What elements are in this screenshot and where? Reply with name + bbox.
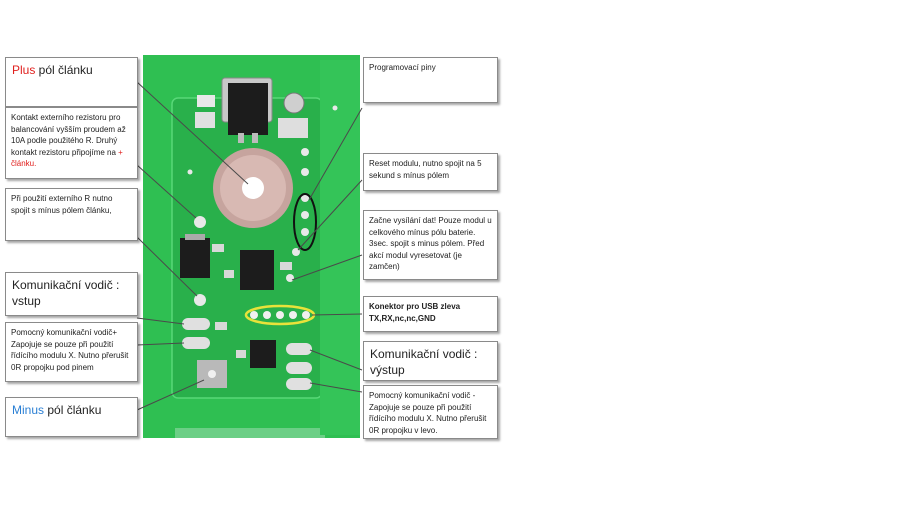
ext-r-note-text: Při použití externího R nutno spojit s m… [11, 194, 113, 215]
usb-pad [276, 311, 284, 319]
comm-output-text: Komunikační vodič : výstup [370, 347, 478, 377]
kontakt-text: Kontakt externího rezistoru pro balancov… [11, 113, 126, 157]
prog-pin [301, 168, 309, 176]
data-start-pad [286, 274, 294, 282]
comm-output-pad [286, 343, 312, 355]
usb-pad [263, 311, 271, 319]
smd-part [280, 262, 292, 270]
plus-pole-label: Plus pól článku [5, 57, 138, 107]
smd-part [195, 112, 215, 128]
data-start-label: Začne vysílání dat! Pouze modul u celkov… [363, 210, 498, 280]
screw [283, 92, 305, 114]
programming-pins-label: Programovací piny [363, 57, 498, 103]
programming-pins-text: Programovací piny [369, 63, 436, 72]
usb-pad [289, 311, 297, 319]
aux-comm-plus-text: Pomocný komunikační vodič+ Zapojuje se p… [11, 328, 129, 372]
aux-comm-minus-label: Pomocný komunikační vodič - Zapojuje se … [363, 385, 498, 439]
smd-part [197, 95, 215, 107]
minus-pole-label: Minus pól článku [5, 397, 138, 437]
leader-lines [136, 81, 363, 411]
minus-word: Minus [12, 403, 45, 417]
usb-connector-text: Konektor pro USB zleva TX,RX,nc,nc,GND [369, 302, 461, 323]
prog-pin [301, 211, 309, 219]
data-start-text: Začne vysílání dat! Pouze modul u celkov… [369, 216, 492, 271]
regulator-lead [238, 133, 244, 143]
smd-part [215, 322, 227, 330]
plus-word: Plus [12, 63, 36, 77]
comm-input-pad [182, 318, 210, 330]
aux-comm-plus-pad [182, 337, 210, 349]
transistor-tab [185, 234, 205, 240]
main-ic [240, 250, 274, 290]
board-right-strip [320, 60, 360, 435]
prog-pin [301, 194, 309, 202]
ext-r-minus-pad [194, 294, 206, 306]
via [332, 105, 338, 111]
prog-pins-highlight [293, 193, 317, 251]
minus-rest: pól článku [44, 403, 102, 417]
reset-label: Reset modulu, nutno spojit na 5 sekund s… [363, 153, 498, 191]
plus-pad-hole [242, 177, 264, 199]
comm-input-label: Komunikační vodič : vstup [5, 272, 138, 316]
ext-resistor-contact [194, 216, 206, 228]
prog-pin [301, 228, 309, 236]
usb-connector-label: Konektor pro USB zleva TX,RX,nc,nc,GND [363, 296, 498, 332]
transistor [180, 238, 210, 278]
plus-rest: pól článku [35, 63, 93, 77]
prog-pin [301, 148, 309, 156]
aux-comm-plus-label: Pomocný komunikační vodič+ Zapojuje se p… [5, 322, 138, 382]
reset-text: Reset modulu, nutno spojit na 5 sekund s… [369, 159, 482, 180]
comm-output-label: Komunikační vodič : výstup [363, 341, 498, 381]
small-ic [250, 340, 276, 368]
kontakt-suffix: článku. [11, 159, 37, 168]
smd-part [224, 270, 234, 278]
ext-resistor-contact-label: Kontakt externího rezistoru pro balancov… [5, 107, 138, 179]
smd-part [212, 244, 224, 252]
comm-input-text: Komunikační vodič : vstup [12, 278, 120, 308]
pcb-bottom-edge [175, 428, 325, 438]
regulator-chip [228, 83, 268, 135]
aux-comm-minus-pad [286, 378, 312, 390]
aux-comm-minus-text: Pomocný komunikační vodič - Zapojuje se … [369, 391, 487, 435]
ext-r-note-label: Při použití externího R nutno spojit s m… [5, 188, 138, 241]
usb-pad [250, 311, 258, 319]
smd-part [236, 350, 246, 358]
regulator-lead [252, 133, 258, 143]
usb-pad [302, 311, 310, 319]
smd-part [278, 118, 308, 138]
via [187, 169, 193, 175]
minus-pad-hole [208, 370, 216, 378]
kontakt-plus-sign: + [118, 147, 123, 157]
aux-comm-minus-pad [286, 362, 312, 374]
